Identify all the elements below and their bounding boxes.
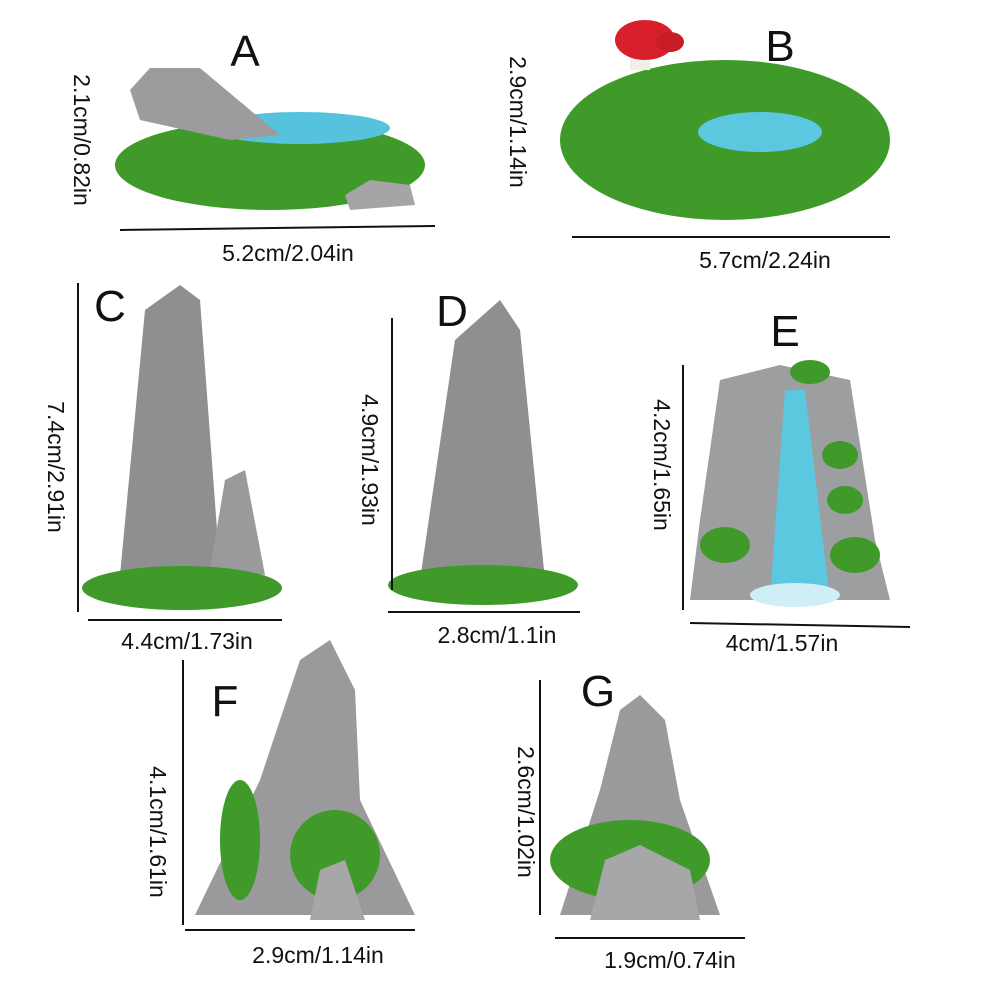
item-b-width: 5.7cm/2.24in — [699, 247, 831, 273]
item-b-height: 2.9cm/1.14in — [505, 56, 531, 188]
item-d-height: 4.9cm/1.93in — [357, 394, 383, 526]
item-e-figure — [690, 360, 890, 607]
item-f-figure — [195, 640, 415, 920]
item-a-width: 5.2cm/2.04in — [222, 240, 354, 266]
item-c-figure — [82, 285, 282, 610]
item-e-height: 4.2cm/1.65in — [649, 399, 675, 531]
item-c-width: 4.4cm/1.73in — [121, 628, 253, 654]
item-f-letter: F — [211, 677, 239, 726]
item-c-letter: C — [94, 282, 126, 331]
item-a-height: 2.1cm/0.82in — [69, 74, 95, 206]
item-a-figure — [115, 68, 425, 210]
item-c-height: 7.4cm/2.91in — [43, 401, 69, 533]
item-d-width: 2.8cm/1.1in — [437, 622, 557, 648]
item-g-width: 1.9cm/0.74in — [604, 947, 736, 973]
item-d-letter: D — [436, 287, 468, 336]
item-g-letter: G — [580, 667, 616, 716]
item-d-figure — [388, 300, 578, 605]
item-e-width: 4cm/1.57in — [725, 630, 839, 656]
item-f-height: 4.1cm/1.61in — [145, 766, 171, 898]
item-b-letter: B — [765, 22, 795, 71]
dimension-lines — [77, 225, 911, 939]
item-a-letter: A — [230, 27, 260, 76]
item-g-figure — [550, 695, 720, 920]
item-g-height: 2.6cm/1.02in — [513, 746, 539, 878]
item-e-letter: E — [770, 307, 800, 356]
item-f-width: 2.9cm/1.14in — [252, 942, 384, 968]
item-b-figure — [560, 20, 890, 220]
